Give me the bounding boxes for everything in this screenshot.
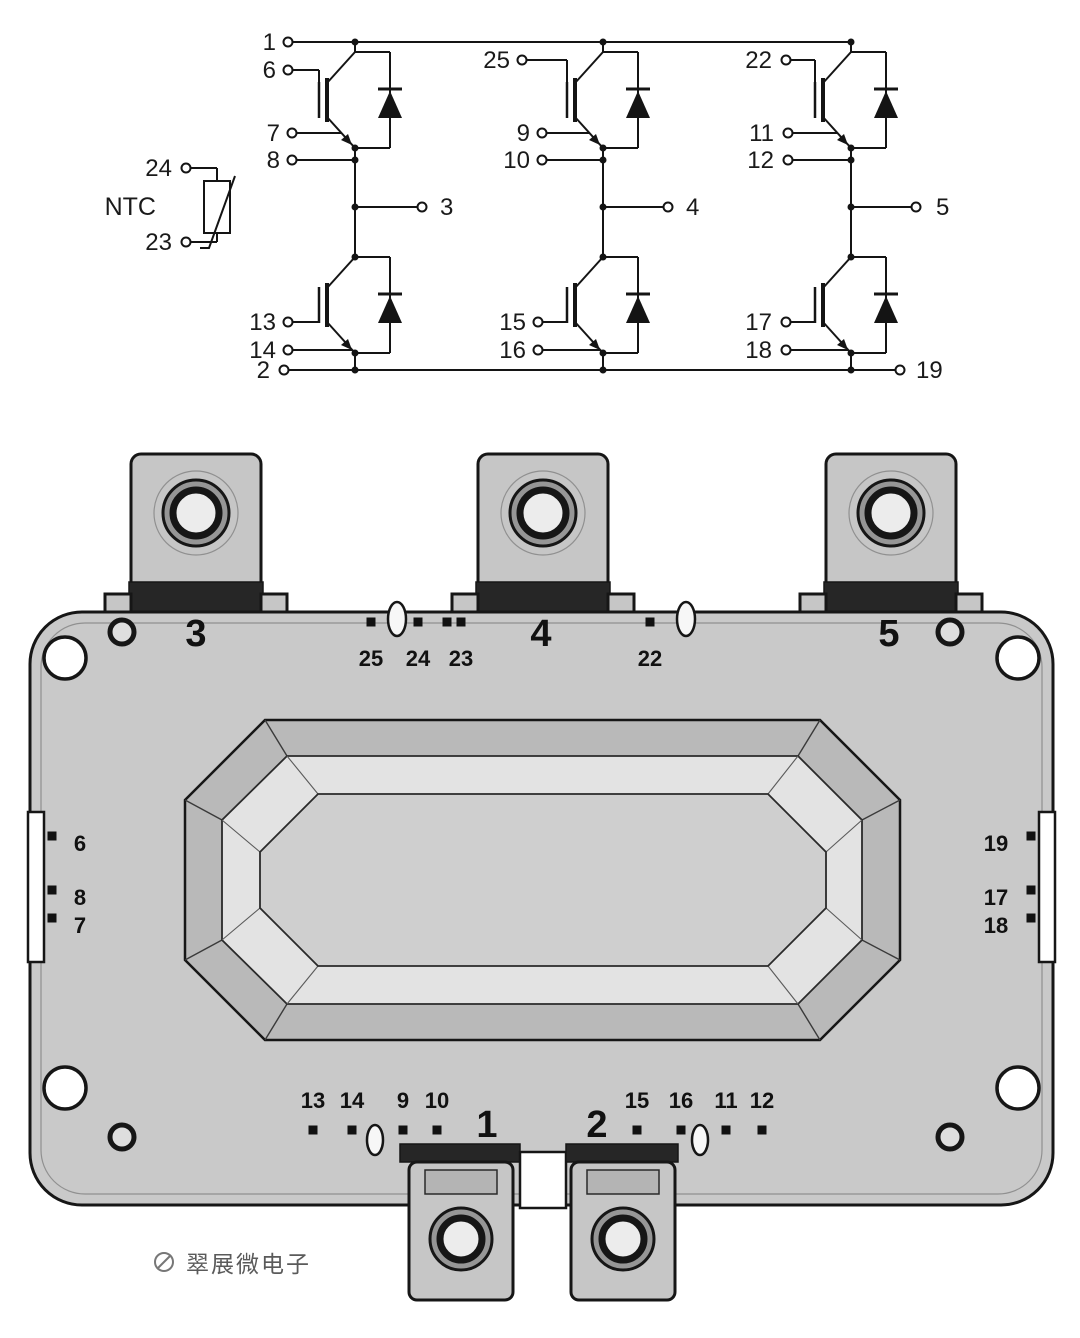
pin-label-1: 1 <box>263 29 276 56</box>
screw-hole-bottom-right <box>935 1122 965 1152</box>
edge-pin-label-7: 7 <box>74 913 86 938</box>
right-edge-recess <box>1037 810 1057 964</box>
edge-pin-label-25: 25 <box>359 646 383 671</box>
terminal-tab-5 <box>823 452 959 614</box>
alignment-ovals <box>365 600 710 1157</box>
schematic-diagram: 1 6 7 8 13 14 2 3 <box>105 29 950 384</box>
pin-label-13: 13 <box>249 309 276 336</box>
terminal-label-5: 5 <box>878 613 899 655</box>
edge-pin-label-14: 14 <box>340 1088 365 1113</box>
pin-label-9: 9 <box>517 120 530 147</box>
half-bridge-leg-1: 1 6 7 8 13 14 2 3 <box>249 29 453 384</box>
edge-pin-label-24: 24 <box>406 646 431 671</box>
pin-label-7: 7 <box>267 120 280 147</box>
watermark-text: 翠展微电子 <box>186 1251 311 1277</box>
edge-pin-label-8: 8 <box>74 885 86 910</box>
pin-label-25: 25 <box>483 47 510 74</box>
edge-pin-label-6: 6 <box>74 831 86 856</box>
output-label-3: 3 <box>440 194 453 221</box>
screw-hole-top-right <box>935 617 965 647</box>
mount-hole-top-left <box>42 635 88 681</box>
pin-label-23: 23 <box>145 229 172 256</box>
terminal-tab-1 <box>399 1143 568 1302</box>
pin-label-10: 10 <box>503 147 530 174</box>
edge-pin-label-12: 12 <box>750 1088 774 1113</box>
package-labels: 3 4 5 25 24 23 22 6 8 7 19 17 18 13 14 9… <box>74 613 1008 1146</box>
edge-pin-label-10: 10 <box>425 1088 449 1113</box>
edge-pin-label-19: 19 <box>984 831 1008 856</box>
terminal-label-3: 3 <box>185 613 206 655</box>
screw-hole-bottom-left <box>107 1122 137 1152</box>
edge-pin-label-23: 23 <box>449 646 473 671</box>
watermark: 翠展微电子 <box>154 1251 311 1277</box>
pin-label-11: 11 <box>749 120 774 147</box>
pin-label-17: 17 <box>745 309 772 336</box>
terminal-label-2: 2 <box>586 1104 607 1146</box>
pin-label-2: 2 <box>257 357 270 384</box>
terminal-label-4: 4 <box>530 613 551 655</box>
edge-pin-label-22: 22 <box>638 646 662 671</box>
pin-label-22: 22 <box>745 47 772 74</box>
terminal-tab-2 <box>565 1143 679 1302</box>
signal-pin-pads <box>47 617 1036 1135</box>
pin-label-8: 8 <box>267 147 280 174</box>
ntc-thermistor: 24 23 NTC <box>105 155 236 256</box>
package-outline-drawing: 3 4 5 25 24 23 22 6 8 7 19 17 18 13 14 9… <box>26 452 1057 1302</box>
edge-pin-label-11: 11 <box>714 1088 737 1113</box>
output-label-4: 4 <box>686 194 699 221</box>
edge-pin-label-16: 16 <box>669 1088 693 1113</box>
pin-label-15: 15 <box>499 309 526 336</box>
left-edge-recess <box>26 810 46 964</box>
mount-hole-bottom-right <box>995 1065 1041 1111</box>
screw-hole-top-left <box>107 617 137 647</box>
edge-pin-label-18: 18 <box>984 913 1008 938</box>
edge-pin-label-13: 13 <box>301 1088 325 1113</box>
pin-label-6: 6 <box>263 57 276 84</box>
bottom-center-notch <box>518 1150 568 1210</box>
output-label-5: 5 <box>936 194 949 221</box>
mount-hole-bottom-left <box>42 1065 88 1111</box>
mount-hole-top-right <box>995 635 1041 681</box>
module-lid <box>183 718 902 1042</box>
terminal-tab-4 <box>475 452 611 614</box>
pin-label-16: 16 <box>499 337 526 364</box>
edge-pin-label-15: 15 <box>625 1088 649 1113</box>
pin-label-12: 12 <box>747 147 774 174</box>
pin-label-24: 24 <box>145 155 172 182</box>
pin-label-19: 19 <box>916 357 943 384</box>
pin-label-14: 14 <box>249 337 276 364</box>
terminal-label-1: 1 <box>476 1104 497 1146</box>
edge-pin-label-17: 17 <box>984 885 1008 910</box>
half-bridge-leg-2: 25 9 10 15 16 4 <box>483 38 699 374</box>
half-bridge-leg-3: 22 11 12 17 18 5 19 <box>745 38 949 384</box>
pin-label-18: 18 <box>745 337 772 364</box>
terminal-tab-3 <box>128 452 264 614</box>
watermark-logo-icon <box>154 1252 174 1272</box>
ntc-label: NTC <box>105 193 156 221</box>
edge-pin-label-9: 9 <box>397 1088 409 1113</box>
